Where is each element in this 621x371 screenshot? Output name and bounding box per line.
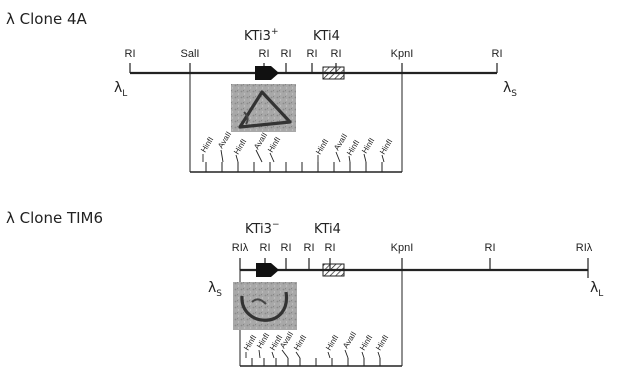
clone-4a-site-label: RI xyxy=(492,48,503,60)
clone-4a-fragment-label: HinfI xyxy=(360,136,376,155)
clone-4a-site-label: RI xyxy=(125,48,136,60)
clone-tim6-site-label: RI xyxy=(485,242,496,254)
clone-tim6-arm-right: λL xyxy=(590,280,603,299)
clone-4a-micrograph xyxy=(231,84,296,132)
clone-4a-site-label: SalI xyxy=(181,48,200,60)
clone-4a-site-ticks xyxy=(130,63,497,73)
clone-4a-gene-kti3-sup: + xyxy=(271,27,279,37)
clone-4a-fragment-label: HinfI xyxy=(345,138,361,157)
clone-4a-site-label: RI xyxy=(307,48,318,60)
clone-4a-arm-left-sub: L xyxy=(122,89,127,99)
clone-tim6-site-label: RI xyxy=(304,242,315,254)
clone-tim6-arm-left-sub: S xyxy=(216,289,222,299)
clone-tim6-micrograph xyxy=(233,282,297,330)
clone-tim6-site-label: KpnI xyxy=(391,242,414,254)
clone-tim6-fragment-label: AvaII xyxy=(341,330,358,350)
clone-tim6-site-label: RI xyxy=(325,242,336,254)
clone-4a-section: λ Clone 4A KTi3+ KTi4 RI SalI RI RI RI R… xyxy=(6,10,517,172)
clone-4a-kti3-gene-arrow xyxy=(255,66,279,80)
clone-tim6-site-label: RI xyxy=(281,242,292,254)
clone-4a-fragment-label: HinfI xyxy=(199,135,215,154)
clone-tim6-gene-kti4-label: KTi4 xyxy=(314,222,341,237)
clone-4a-fragment-label: AvaII xyxy=(216,130,233,150)
clone-tim6-fragment-leaders xyxy=(246,350,380,358)
clone-tim6-gene-kti3-name: KTi3 xyxy=(245,222,272,237)
clone-tim6-gene-kti3-sup: − xyxy=(272,220,280,230)
clone-tim6-arm-left-symbol: λ xyxy=(208,280,216,296)
clone-tim6-section: λ Clone TIM6 KTi3− KTi4 RIλ RI RI RI RI … xyxy=(6,209,603,366)
clone-4a-fragment-ticks xyxy=(190,162,402,172)
clone-4a-arm-right-symbol: λ xyxy=(503,80,511,96)
clone-tim6-kti3-gene-arrow xyxy=(256,263,279,277)
clone-tim6-site-label: RI xyxy=(260,242,271,254)
clone-4a-fragment-label: HinfI xyxy=(314,137,330,156)
clone-4a-gene-kti3-name: KTi3 xyxy=(244,29,271,44)
clone-tim6-site-ticks xyxy=(240,258,588,278)
clone-tim6-gene-kti3-label: KTi3− xyxy=(245,220,280,237)
clone-tim6-site-label: RIλ xyxy=(576,242,593,254)
clone-4a-kti4-gene-box xyxy=(323,67,344,79)
clone-tim6-fragment-label: HinfI xyxy=(324,333,340,352)
clone-4a-arm-left-symbol: λ xyxy=(114,80,122,96)
clone-tim6-site-label: RIλ xyxy=(232,242,249,254)
clone-4a-title: λ Clone 4A xyxy=(6,10,88,28)
clone-4a-fragment-leaders xyxy=(203,150,384,162)
clone-4a-fragment-label: HinfI xyxy=(232,137,248,156)
clone-tim6-arm-left: λS xyxy=(208,280,222,299)
clone-4a-arm-right-sub: S xyxy=(511,89,517,99)
clone-4a-gene-kti3-label: KTi3+ xyxy=(244,27,279,44)
clone-4a-site-label: RI xyxy=(281,48,292,60)
clone-tim6-fragment-label: HinfI xyxy=(374,333,390,352)
clone-tim6-fragment-label: HinfI xyxy=(358,333,374,352)
clone-tim6-kti4-gene-box xyxy=(323,264,344,276)
clone-4a-arm-right: λS xyxy=(503,80,517,99)
clone-4a-site-label: KpnI xyxy=(391,48,414,60)
clone-4a-gene-kti4-label: KTi4 xyxy=(313,29,340,44)
clone-4a-site-label: RI xyxy=(259,48,270,60)
clone-tim6-arm-right-sub: L xyxy=(598,289,603,299)
clone-4a-fragment-label: HinfI xyxy=(378,137,394,156)
clone-tim6-fragment-ticks xyxy=(240,358,402,366)
clone-4a-arm-left: λL xyxy=(114,80,127,99)
clone-tim6-title: λ Clone TIM6 xyxy=(6,209,103,227)
clone-4a-fragment-label: HinfI xyxy=(266,135,282,154)
clone-tim6-fragment-label: HinfI xyxy=(292,333,308,352)
clone-tim6-arm-right-symbol: λ xyxy=(590,280,598,296)
clone-4a-site-label: RI xyxy=(331,48,342,60)
